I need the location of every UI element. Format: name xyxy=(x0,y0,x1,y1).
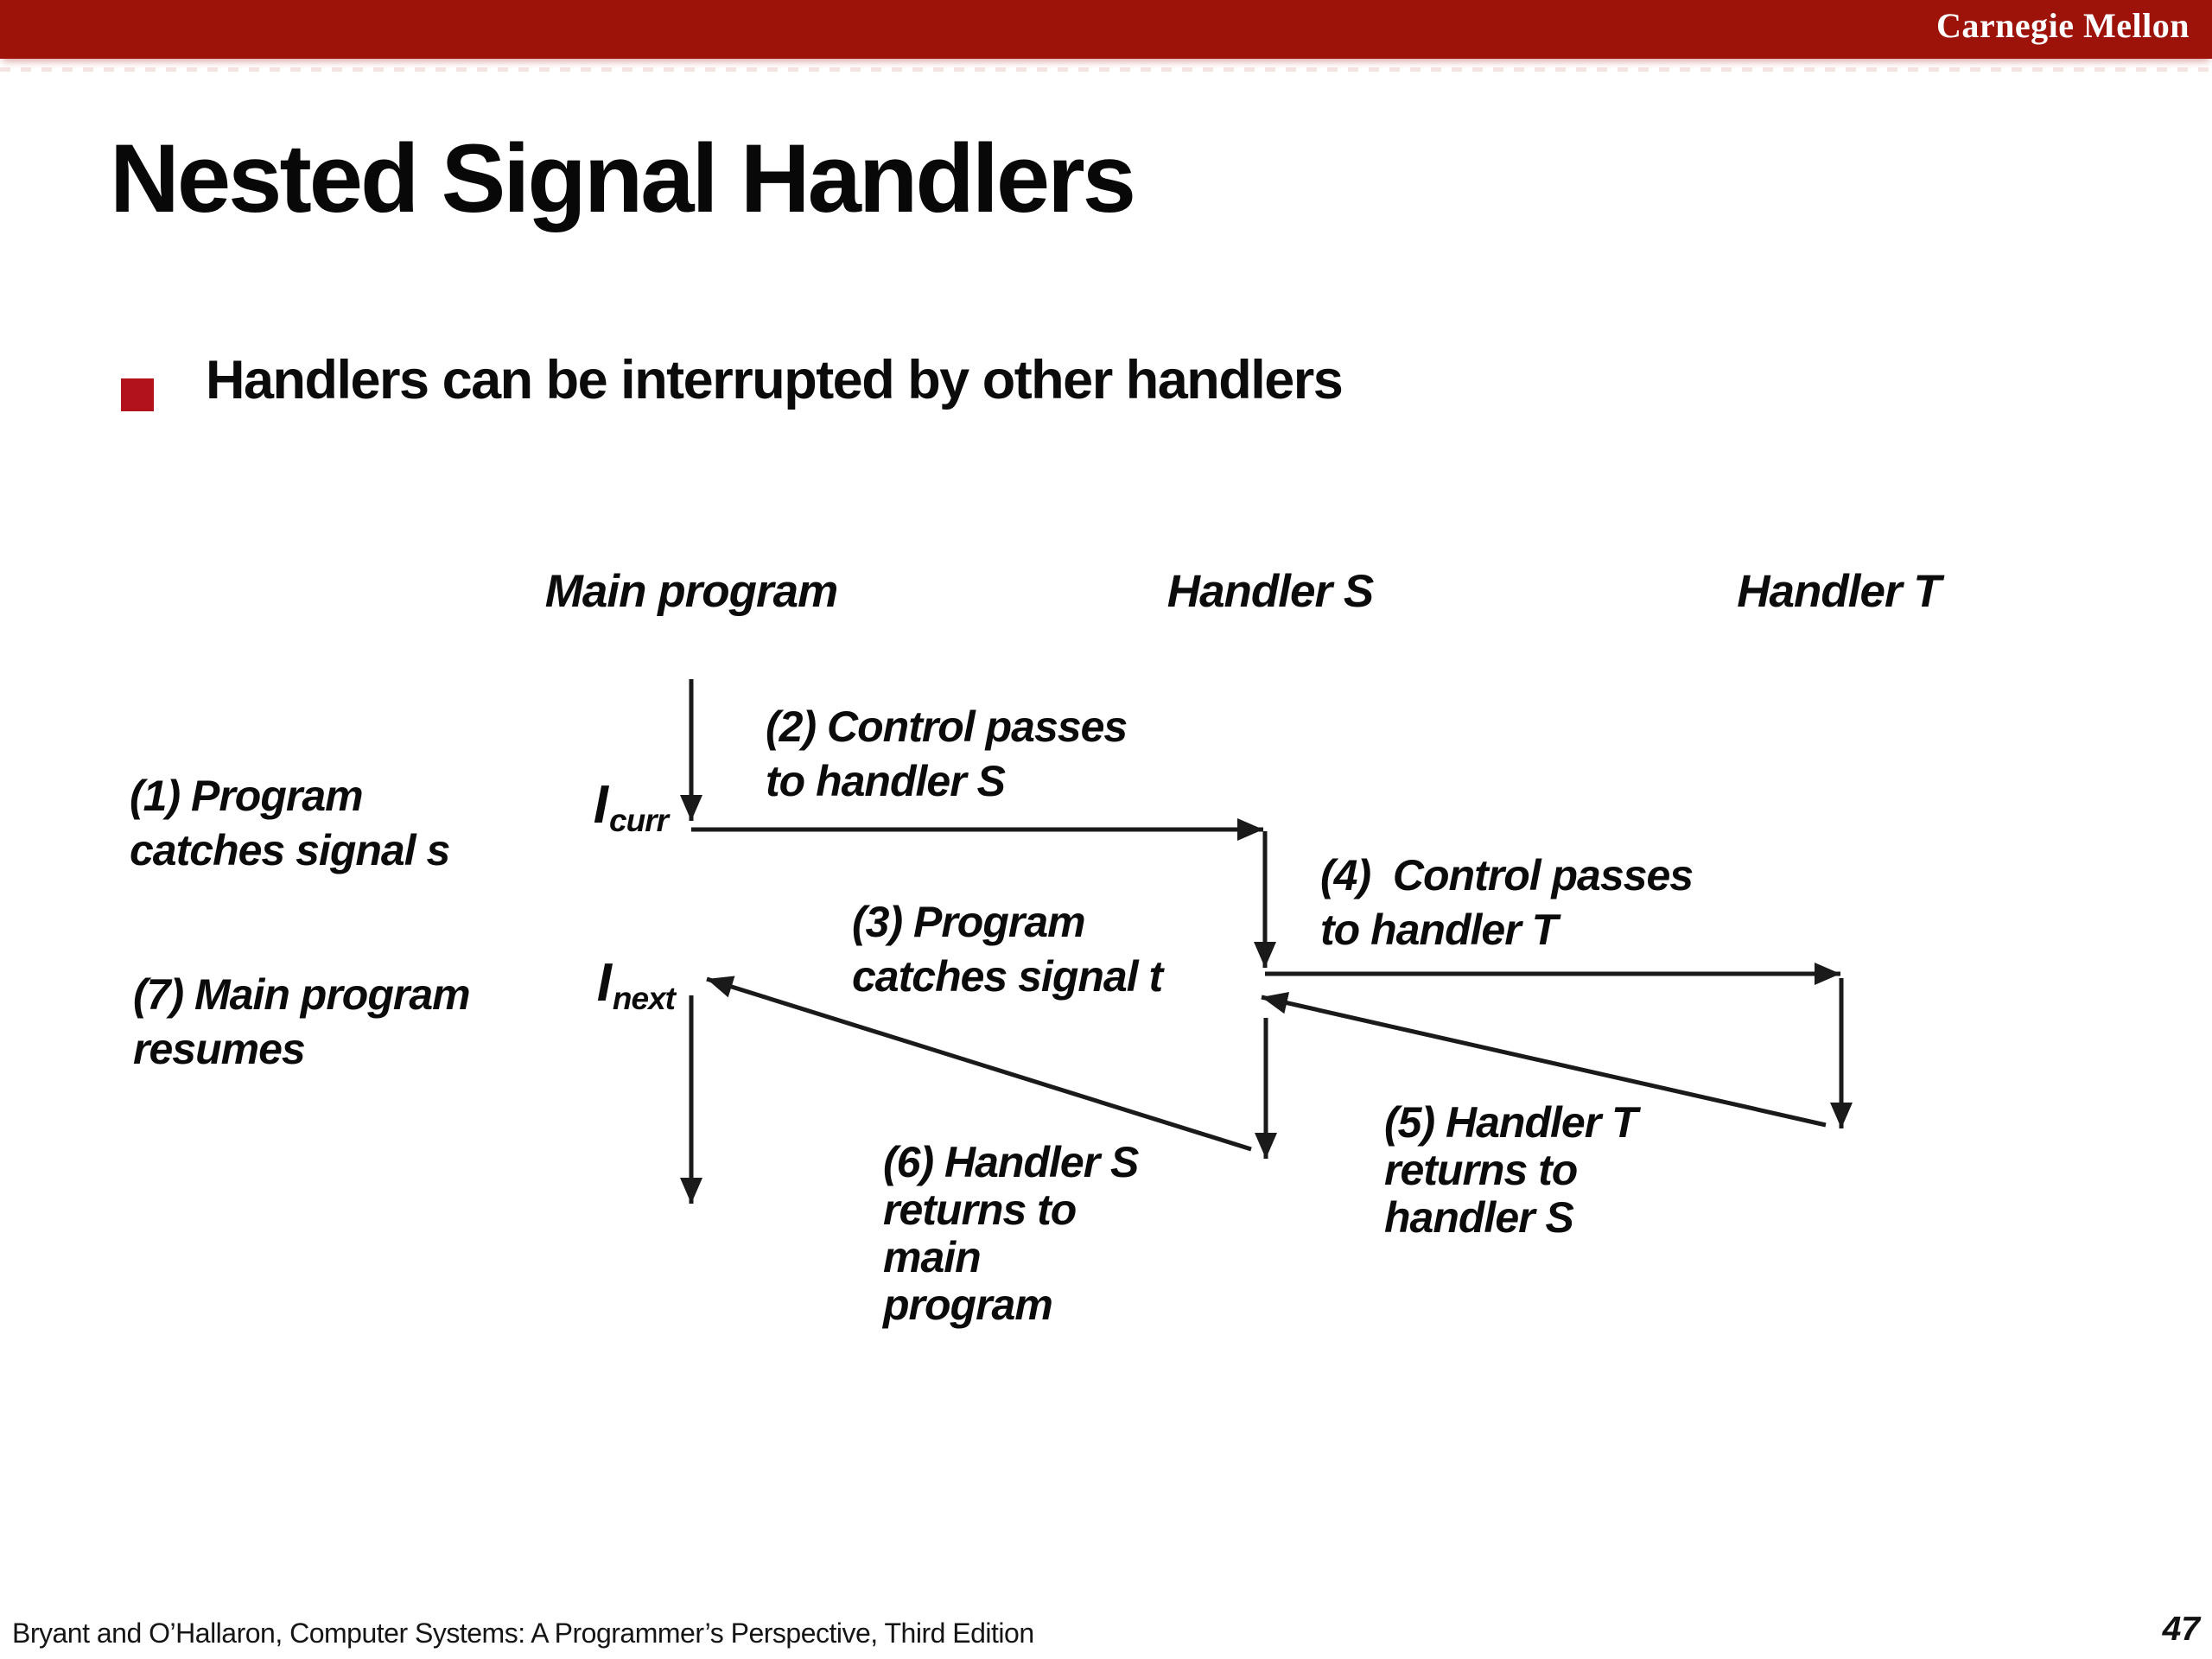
i-curr-subscript: curr xyxy=(609,803,669,839)
annotation-step-6: (6) Handler S returns to main program xyxy=(883,1138,1139,1329)
i-next-base: I xyxy=(596,953,612,1013)
slide-title: Nested Signal Handlers xyxy=(110,124,1136,232)
bullet-text: Handlers can be interrupted by other han… xyxy=(206,350,1344,410)
annotation-step-5: (5) Handler T returns to handler S xyxy=(1384,1098,1638,1242)
arrow-handler-t-returns-to-s xyxy=(1261,991,1827,1128)
top-banner: Carnegie Mellon xyxy=(0,0,2212,59)
annotation-step-1: (1) Program catches signal s xyxy=(130,772,450,874)
annotation-step-7: (7) Main program resumes xyxy=(133,970,471,1073)
i-curr-base: I xyxy=(593,775,609,835)
annotation-step-3: (3) Program catches signal t xyxy=(852,898,1163,1001)
arrow-handler-s-returns-to-main xyxy=(706,976,1252,1152)
label-i-next: Inext xyxy=(518,952,676,1017)
bullet-square-icon xyxy=(121,378,154,411)
annotation-step-4: (4) Control passes to handler T xyxy=(1320,851,1694,954)
label-i-curr: Icurr xyxy=(512,774,669,839)
column-header-handler-t: Handler T xyxy=(1737,566,1941,617)
footer-citation: Bryant and O’Hallaron, Computer Systems:… xyxy=(12,1618,1034,1649)
page-number: 47 xyxy=(2162,1611,2200,1648)
header-dotted-rule xyxy=(0,67,2212,72)
i-next-subscript: next xyxy=(612,981,676,1017)
carnegie-mellon-logo-text: Carnegie Mellon xyxy=(1936,6,2190,45)
annotation-step-2: (2) Control passes to handler S xyxy=(766,702,1128,805)
column-header-main-program: Main program xyxy=(544,566,838,617)
column-header-handler-s: Handler S xyxy=(1166,566,1374,617)
